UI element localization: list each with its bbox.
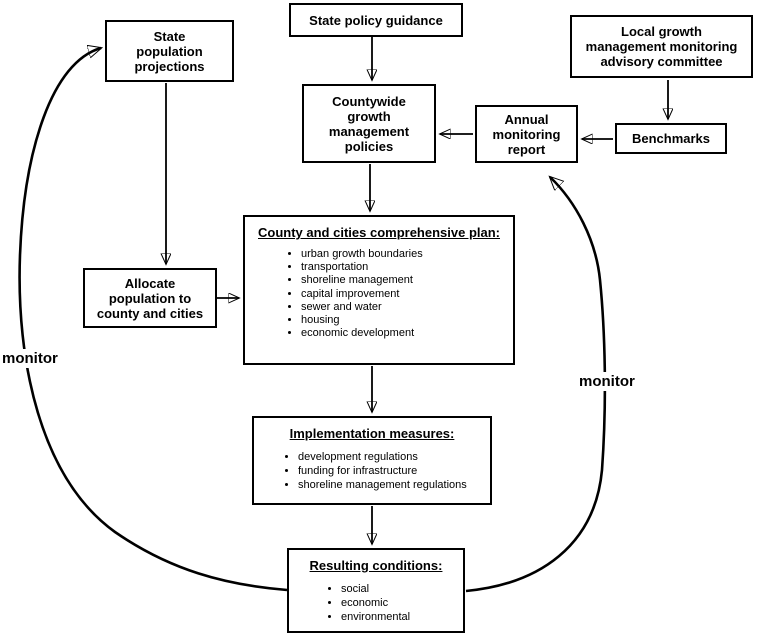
bullet-item: urban growth boundaries: [301, 248, 513, 261]
box-label: Countywide growth management policies: [328, 93, 410, 154]
implementation-measures-list: development regulationsfunding for infra…: [254, 450, 490, 492]
bullet-item: sewer and water: [301, 301, 513, 314]
monitor-label-right: monitor: [578, 372, 636, 391]
box-benchmarks: Benchmarks: [615, 123, 732, 159]
bullet-item: shoreline management regulations: [298, 478, 490, 492]
box-comprehensive-plan: County and cities comprehensive plan: ur…: [243, 215, 520, 370]
box-implementation-measures: Implementation measures: development reg…: [252, 416, 497, 510]
box-local-growth-committee: Local growth management monitoring advis…: [570, 15, 758, 83]
box-state-policy-guidance: State policy guidance: [289, 3, 468, 42]
bullet-item: environmental: [341, 610, 463, 624]
box-countywide-policies: Countywide growth management policies: [302, 84, 441, 168]
box-title: County and cities comprehensive plan:: [258, 225, 500, 240]
box-label: State policy guidance: [309, 12, 443, 28]
bullet-item: funding for infrastructure: [298, 464, 490, 478]
edge-resulting-to-projections-monitor: [18, 48, 288, 592]
bullet-item: housing: [301, 314, 513, 327]
box-label: State population projections: [134, 28, 205, 74]
bullet-item: development regulations: [298, 450, 490, 464]
bullet-item: transportation: [301, 261, 513, 274]
bullet-item: economic: [341, 596, 463, 610]
bullet-item: social: [341, 582, 463, 596]
bullet-item: capital improvement: [301, 288, 513, 301]
bullet-item: economic development: [301, 327, 513, 340]
box-label: Annual monitoring report: [492, 111, 561, 157]
box-title: Resulting conditions:: [309, 558, 443, 573]
box-label: Local growth management monitoring advis…: [585, 24, 738, 69]
box-resulting-conditions: Resulting conditions: socialeconomicenvi…: [287, 548, 470, 635]
box-title: Implementation measures:: [289, 426, 455, 441]
box-annual-monitoring-report: Annual monitoring report: [475, 105, 583, 168]
box-state-population-projections: State population projections: [105, 20, 239, 87]
box-label: Allocate population to county and cities: [96, 275, 204, 321]
bullet-item: shoreline management: [301, 274, 513, 287]
resulting-conditions-list: socialeconomicenvironmental: [289, 582, 463, 624]
comprehensive-plan-list: urban growth boundariestransportationsho…: [245, 248, 513, 340]
edge-resulting-to-annual-report-monitor: [465, 177, 607, 593]
box-allocate-population: Allocate population to county and cities: [83, 268, 222, 333]
monitor-label-left: monitor: [1, 349, 59, 368]
box-label: Benchmarks: [631, 131, 711, 146]
